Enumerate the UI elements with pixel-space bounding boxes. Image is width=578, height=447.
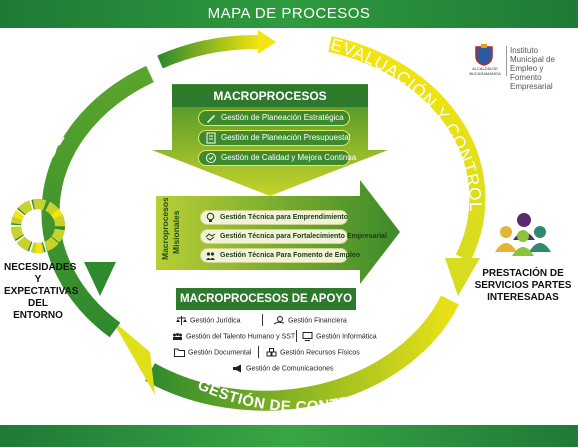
apoyo-item: Gestión Recursos Físicos <box>266 348 360 358</box>
apoyo-item: Gestión Informática <box>302 332 377 342</box>
handshake-icon <box>205 233 216 241</box>
megaphone-icon <box>233 364 241 373</box>
cycle-arc-top <box>157 34 261 69</box>
svg-text:Macroprocesos: Macroprocesos <box>160 198 170 260</box>
svg-text:Misionales: Misionales <box>171 210 181 254</box>
cycle-arc-left <box>41 65 154 338</box>
cycle-arrow-left <box>84 262 116 296</box>
page-footer <box>0 425 578 447</box>
quality-icon <box>206 153 216 163</box>
necesidades-label: NECESIDADES Y EXPECTATIVAS DEL ENTORNO <box>4 262 79 321</box>
prestacion-label: PRESTACIÓN DE SERVICIOS PARTES INTERESAD… <box>474 268 572 303</box>
misional-item: Gestión Técnica para Emprendimiento <box>200 210 348 225</box>
page-header: MAPA DE PROCESOS <box>0 0 578 28</box>
group-icon <box>206 252 215 260</box>
apoyo-divider <box>296 330 297 342</box>
cycle-arc-bottom <box>145 295 459 411</box>
cycle-arrow-bottom <box>112 320 155 395</box>
apoyo-item: Gestión del Talento Humano y SST <box>172 332 295 342</box>
estrategico-item: Gestión de Planeación Estratégica <box>198 110 350 126</box>
institution-logo: ALCALDÍA DE BUCARAMANGA Instituto Munici… <box>468 44 568 91</box>
apoyo-item: Gestión Financiera <box>274 316 347 326</box>
page-title: MAPA DE PROCESOS <box>207 5 371 22</box>
cycle-arc-right <box>328 36 486 262</box>
apoyo-item: Gestión de Comunicaciones <box>232 364 334 374</box>
boxes-icon <box>266 348 277 357</box>
donut-chart-icon <box>11 199 65 253</box>
institute-name: Instituto Municipal de Empleo y Fomento … <box>510 46 555 91</box>
pen-icon <box>207 115 215 123</box>
scales-icon <box>176 316 187 325</box>
document-icon <box>206 132 216 144</box>
shield-icon <box>475 44 493 66</box>
misional-item: Gestión Técnica para Fortalecimiento Emp… <box>200 229 387 244</box>
logo-divider <box>506 46 507 76</box>
computer-icon <box>302 332 313 341</box>
misionales-title: Macroprocesos Misionales <box>160 198 181 260</box>
people-group-icon <box>495 213 551 256</box>
estrategico-item: Gestión de Planeación Presupuestal <box>198 130 350 146</box>
estrategico-item: Gestión de Calidad y Mejora Continua <box>198 150 356 166</box>
apoyo-divider <box>262 314 263 326</box>
cycle-arrow-top <box>258 30 276 54</box>
apoyo-item: Gestión Jurídica <box>176 316 241 326</box>
estrategicos-title: MACROPROCESOS ESTRATÉGICOS <box>172 85 368 125</box>
apoyo-title: MACROPROCESOS DE APOYO <box>176 288 356 310</box>
alcaldia-text: ALCALDÍA DE BUCARAMANGA <box>469 66 501 76</box>
lightbulb-icon <box>206 212 215 222</box>
money-hand-icon <box>274 316 285 325</box>
apoyo-item: Gestión Documental <box>174 348 251 358</box>
misional-item: Gestión Técnica Para Fomento de Empleo <box>200 248 360 263</box>
team-icon <box>173 333 182 340</box>
folder-icon <box>174 348 185 357</box>
cycle-arrow-right <box>445 258 480 296</box>
apoyo-divider <box>258 346 259 358</box>
